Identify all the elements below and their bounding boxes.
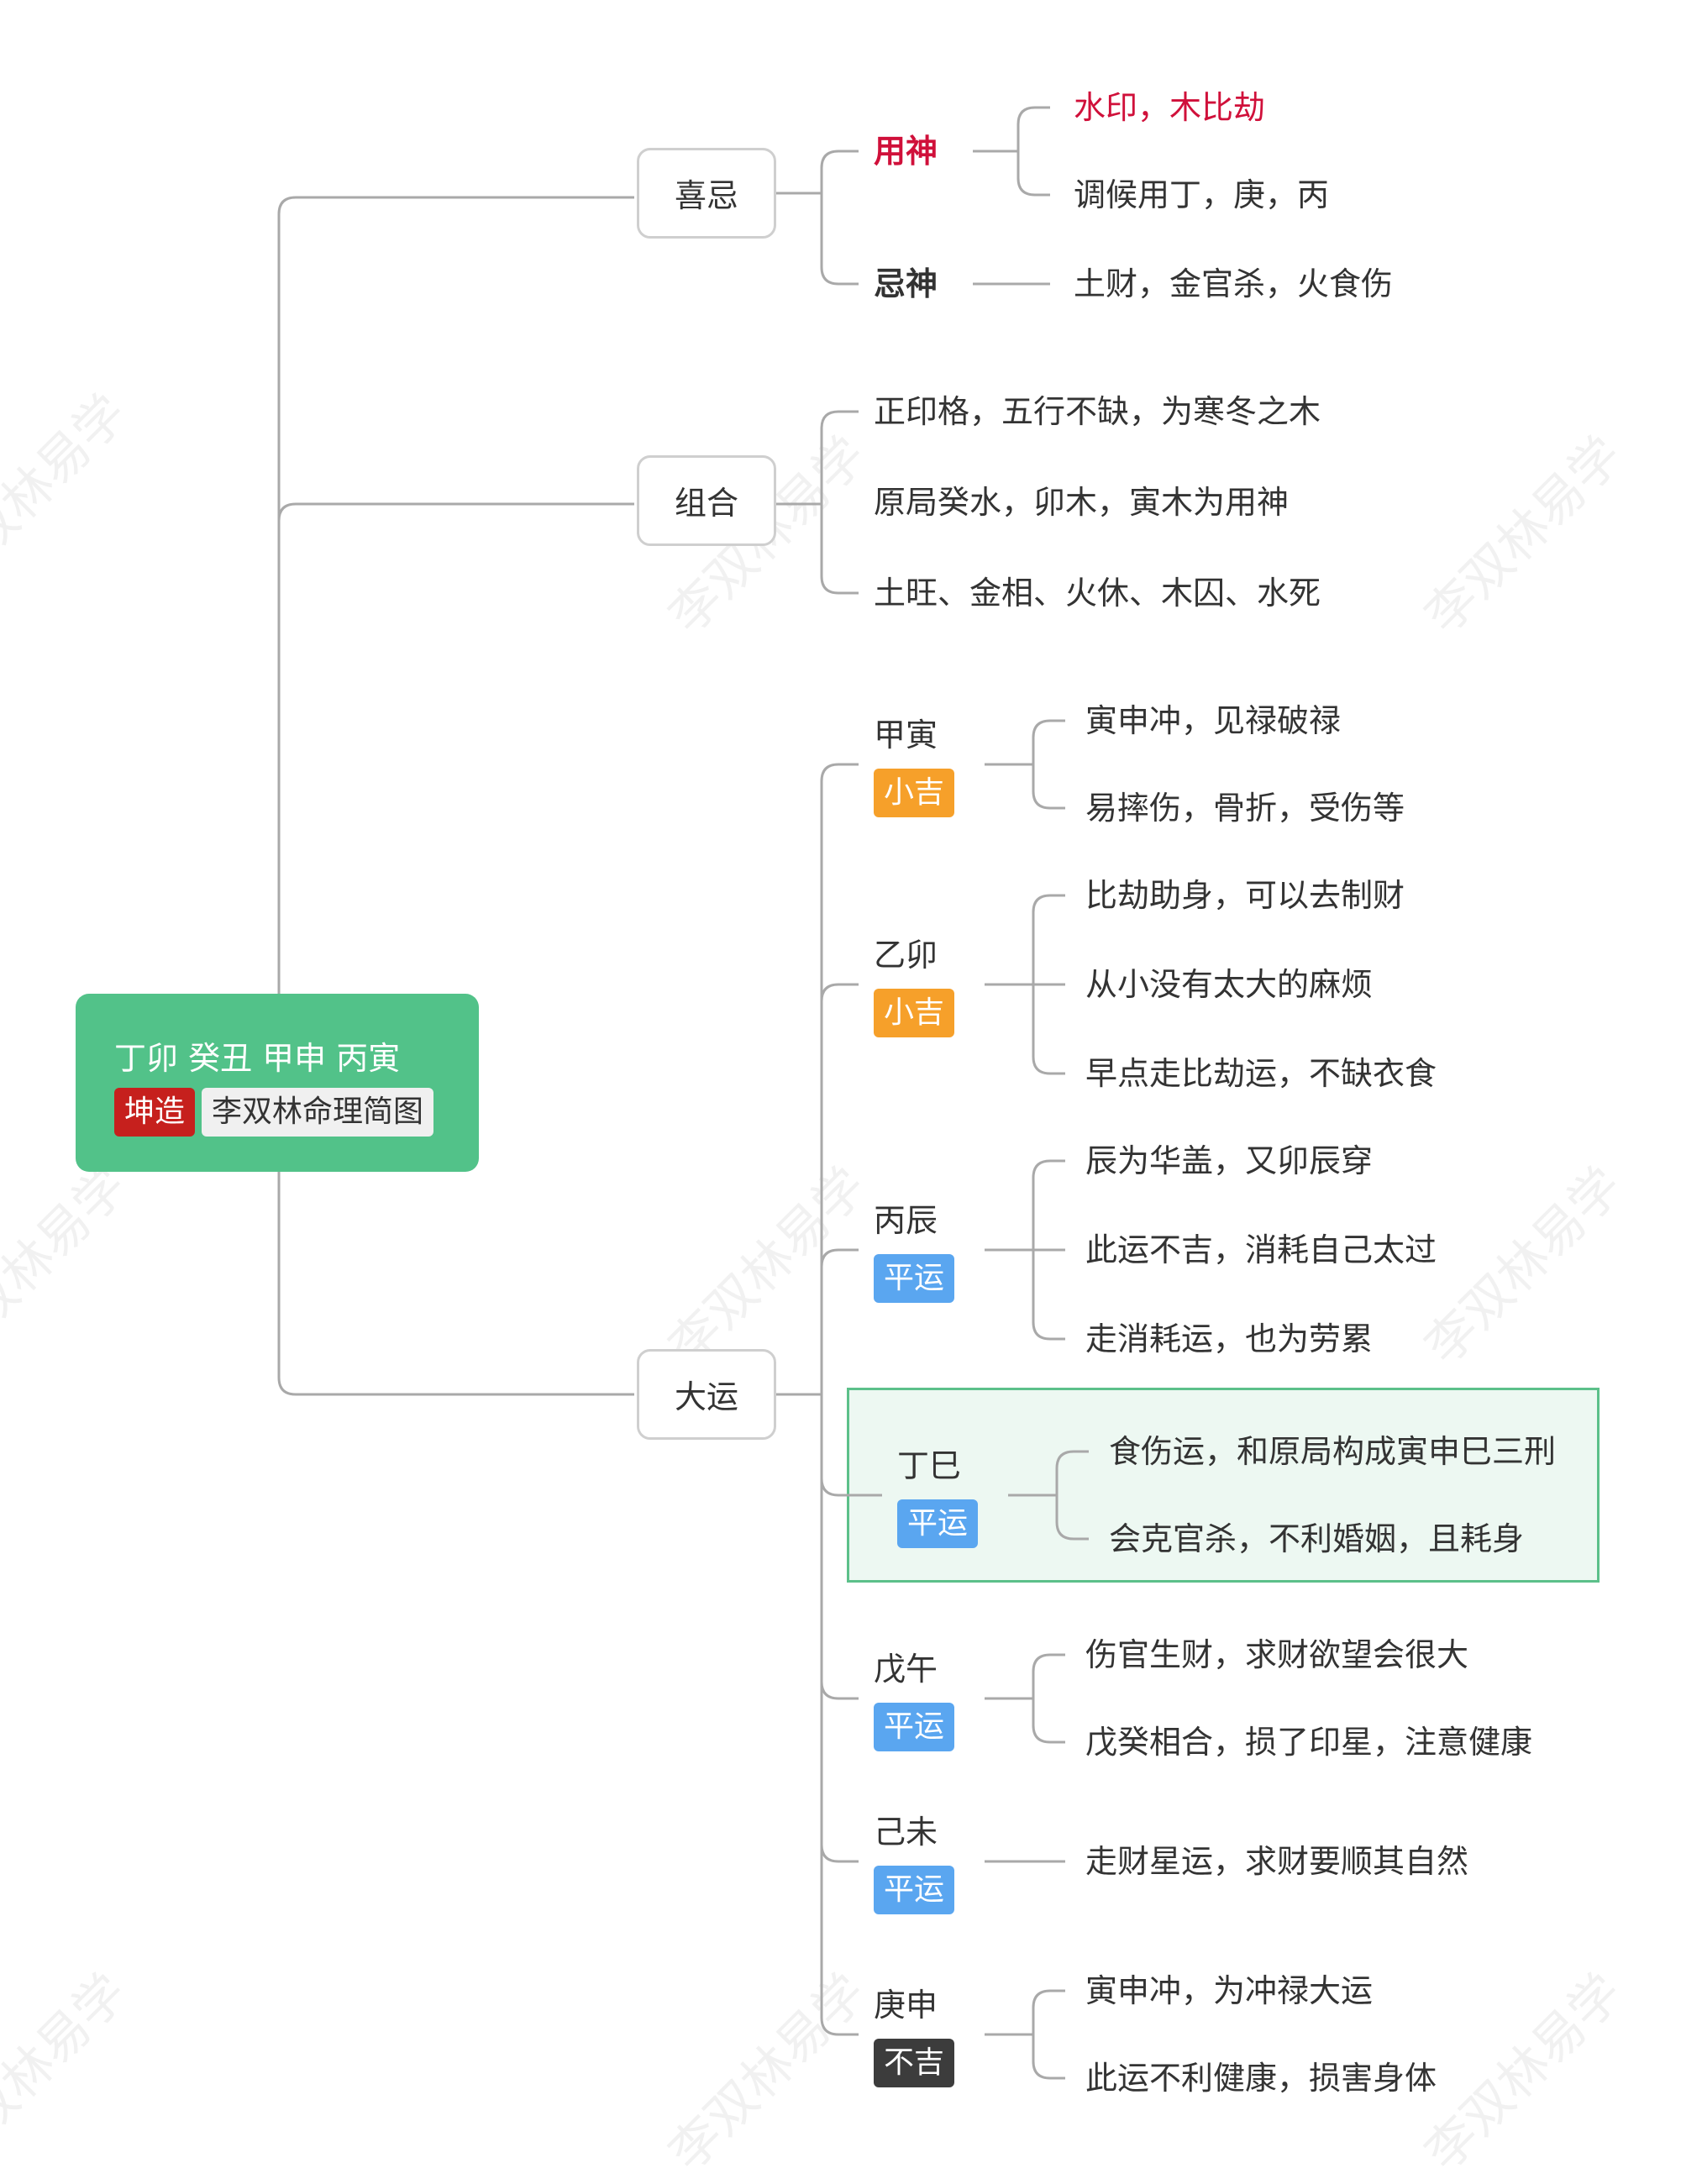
node-jishen[interactable]: 忌神	[874, 265, 938, 302]
leaf-dingsi-1[interactable]: 食伤运，和原局构成寅申巳三刑	[1109, 1433, 1557, 1470]
connector-dayun-2	[820, 983, 859, 1002]
dayun-name-dingsi[interactable]: 丁巳	[897, 1447, 962, 1484]
connector-gengshen	[985, 1989, 1065, 2080]
topic-zuhe[interactable]: 组合	[637, 455, 776, 546]
leaf-zuhe-1[interactable]: 正印格，五行不缺，为寒冬之木	[874, 393, 1321, 430]
leaf-dingsi-2[interactable]: 会克官杀，不利婚姻，且耗身	[1109, 1520, 1525, 1557]
dayun-name-yimao[interactable]: 乙卯	[874, 937, 938, 974]
connector-root-trunk	[277, 196, 634, 994]
connector-dayun-4	[820, 1478, 882, 1497]
connector-yimao	[985, 894, 1065, 1075]
highlight-box-dingsi	[847, 1388, 1600, 1583]
topic-dayun[interactable]: 大运	[637, 1349, 776, 1440]
connector-bingchen	[985, 1159, 1065, 1341]
connector-zuhe	[776, 410, 859, 595]
root-node[interactable]: 丁卯 癸丑 甲申 丙寅 坤造 李双林命理简图	[76, 994, 479, 1172]
connector-dayun-3	[820, 1248, 859, 1268]
dayun-name-bingchen[interactable]: 丙辰	[874, 1202, 938, 1239]
leaf-wuwu-2[interactable]: 戊癸相合，损了印星，注意健康	[1085, 1724, 1533, 1761]
gender-badge: 坤造	[114, 1088, 196, 1137]
leaf-yimao-3[interactable]: 早点走比劫运，不缺衣食	[1085, 1055, 1437, 1092]
leaf-yimao-2[interactable]: 从小没有太大的麻烦	[1085, 966, 1374, 1003]
name-badge: 李双林命理简图	[202, 1088, 434, 1137]
dayun-name-jiwei[interactable]: 己未	[874, 1814, 938, 1851]
connector-xiji	[776, 150, 859, 286]
leaf-zuhe-3[interactable]: 土旺、金相、火休、木囚、水死	[874, 575, 1321, 612]
dayun-name-wuwu[interactable]: 戊午	[874, 1651, 938, 1688]
dayun-tag-gengshen: 不吉	[874, 2039, 955, 2087]
dayun-tag-bingchen: 平运	[874, 1254, 955, 1303]
dayun-tag-yimao: 小吉	[874, 989, 955, 1037]
root-title: 丁卯 癸丑 甲申 丙寅	[114, 1040, 401, 1077]
node-yongshen[interactable]: 用神	[874, 133, 938, 170]
leaf-yongshen-2[interactable]: 调候用丁，庚，丙	[1074, 176, 1330, 213]
leaf-bingchen-2[interactable]: 此运不吉，消耗自己太过	[1085, 1231, 1437, 1268]
connector-root-dayun	[277, 1172, 634, 1396]
leaf-bingchen-1[interactable]: 辰为华盖，又卯辰穿	[1085, 1142, 1374, 1179]
leaf-yimao-1[interactable]: 比劫助身，可以去制财	[1085, 877, 1405, 914]
leaf-jiwei-1[interactable]: 走财星运，求财要顺其自然	[1085, 1843, 1469, 1880]
dayun-tag-jiwei: 平运	[874, 1866, 955, 1914]
dayun-tag-wuwu: 平运	[874, 1703, 955, 1751]
leaf-wuwu-1[interactable]: 伤官生财，求财欲望会很大	[1085, 1636, 1469, 1673]
leaf-gengshen-2[interactable]: 此运不利健康，损害身体	[1085, 2060, 1437, 2097]
leaf-bingchen-3[interactable]: 走消耗运，也为劳累	[1085, 1320, 1374, 1357]
connector-dayun-5	[820, 1681, 859, 1700]
connector-yongshen	[973, 106, 1050, 197]
dayun-tag-jiayin: 小吉	[874, 769, 955, 817]
connector-dayun-trunk	[776, 763, 859, 2036]
dayun-name-jiayin[interactable]: 甲寅	[874, 717, 938, 753]
leaf-jishen-1[interactable]: 土财，金官杀，火食伤	[1074, 265, 1394, 302]
leaf-jiayin-1[interactable]: 寅申冲，见禄破禄	[1085, 702, 1342, 739]
connector-dayun-6	[820, 1844, 859, 1863]
leaf-zuhe-2[interactable]: 原局癸水，卯木，寅木为用神	[874, 484, 1290, 521]
dayun-name-gengshen[interactable]: 庚申	[874, 1987, 938, 2024]
leaf-yongshen-1[interactable]: 水印，木比劫	[1074, 89, 1266, 126]
dayun-tag-dingsi: 平运	[897, 1499, 979, 1548]
leaf-gengshen-1[interactable]: 寅申冲，为冲禄大运	[1085, 1972, 1374, 2009]
connector-jiayin	[985, 719, 1065, 810]
topic-xiji[interactable]: 喜忌	[637, 148, 776, 239]
leaf-jiayin-2[interactable]: 易摔伤，骨折，受伤等	[1085, 790, 1405, 827]
connector-dingsi	[1008, 1450, 1089, 1541]
connector-wuwu	[985, 1653, 1065, 1744]
connector-root-zuhe	[277, 502, 634, 522]
